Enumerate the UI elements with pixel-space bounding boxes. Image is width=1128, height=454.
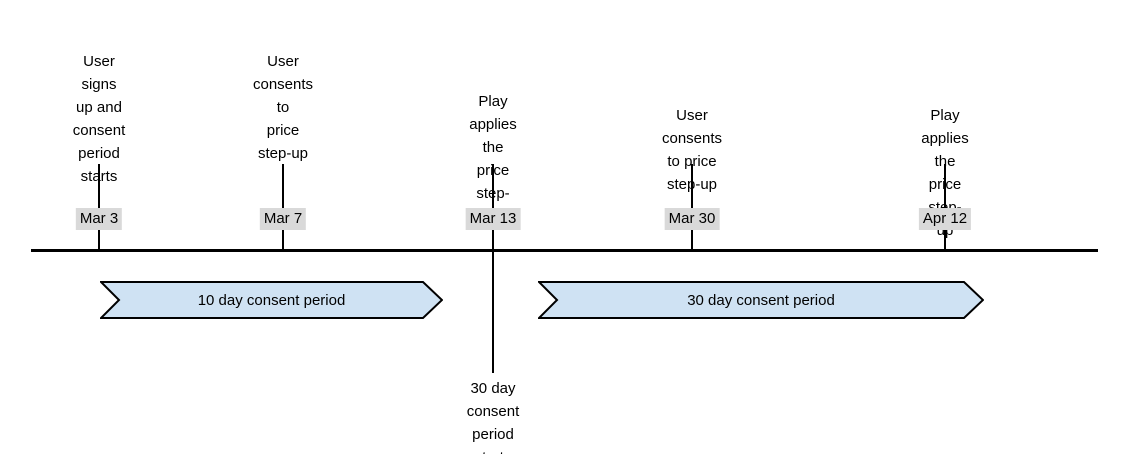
chevron-banner-shape xyxy=(538,281,984,319)
event-date-chip: Mar 30 xyxy=(664,208,720,230)
chevron-banner-shape xyxy=(100,281,443,319)
event-description: User consents to price step-up xyxy=(252,53,314,162)
event-date-chip: Mar 13 xyxy=(465,208,521,230)
consent-period-banner-10-day: 10 day consent period xyxy=(100,281,443,319)
event-tick-line xyxy=(492,164,494,373)
event-tick-line xyxy=(944,164,946,251)
event-tick-line xyxy=(98,164,100,251)
consent-period-start-note: 30 day consent period starts xyxy=(466,380,520,454)
event-description: User consents to price step-up xyxy=(661,107,723,193)
event-tick-line xyxy=(691,164,693,251)
consent-period-label: 30 day consent period xyxy=(687,291,835,309)
event-tick-line xyxy=(282,164,284,251)
consent-period-banner-30-day: 30 day consent period xyxy=(538,281,984,319)
event-date-chip: Mar 7 xyxy=(259,208,307,230)
event-date-chip: Mar 3 xyxy=(75,208,123,230)
event-date-chip: Apr 12 xyxy=(918,208,972,230)
timeline-axis xyxy=(31,249,1098,252)
consent-period-label: 10 day consent period xyxy=(197,291,346,309)
